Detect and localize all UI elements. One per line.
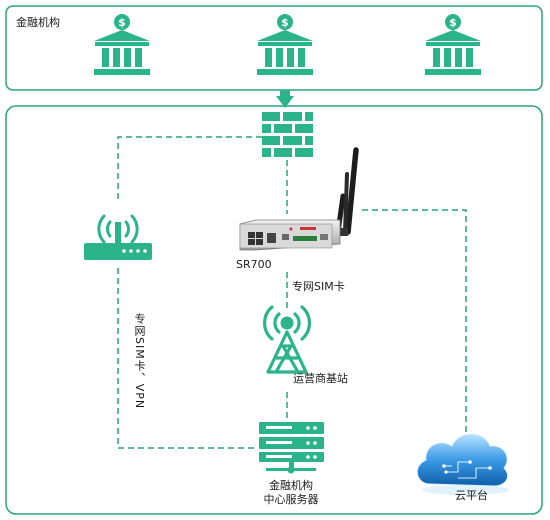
dashed-links: [117, 136, 467, 449]
cloud-icon: [416, 433, 510, 495]
base-station-label: 运营商基站: [293, 372, 348, 385]
private-sim-label: 专网SIM卡: [292, 280, 345, 293]
svg-text:$: $: [281, 16, 289, 29]
down-arrow-icon: [276, 90, 294, 108]
cloud-label: 云平台: [455, 489, 488, 502]
svg-text:$: $: [118, 16, 126, 29]
private-sim-vpn-label: 专网SIM卡、VPN: [133, 313, 146, 410]
bank-icon: $: [94, 14, 150, 75]
industrial-router-image: [239, 147, 359, 251]
server-icon: [259, 422, 324, 474]
link-firewall-wifi: [117, 136, 262, 200]
network-frame: [5, 105, 543, 515]
svg-text:$: $: [449, 16, 457, 29]
link-wifi-server: [117, 268, 258, 449]
server-label-line1: 金融机构: [269, 479, 313, 492]
bank-icon: $: [425, 14, 481, 75]
institutions-frame: [5, 5, 543, 91]
bank-icon: $: [257, 14, 313, 75]
firewall-icon: [262, 112, 313, 157]
link-router-cloud: [362, 209, 467, 438]
wifi-router-icon: [84, 214, 152, 260]
server-label-line2: 中心服务器: [263, 493, 319, 506]
cell-tower-icon: [263, 305, 311, 374]
institutions-title: 金融机构: [16, 16, 60, 29]
router-label: SR700: [236, 258, 272, 271]
